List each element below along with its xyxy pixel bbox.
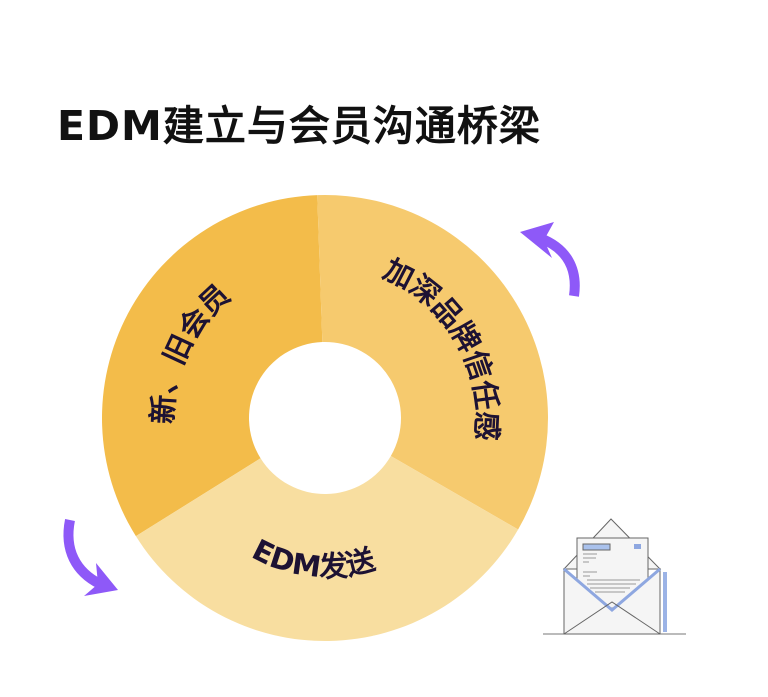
open-envelope-with-letter-icon: [543, 518, 686, 635]
segment-trust: [317, 195, 549, 530]
curved-arrow-icon: [520, 222, 580, 297]
curved-arrow-icon: [63, 519, 118, 596]
donut-ring: [102, 195, 549, 641]
segment-edm: [135, 456, 519, 641]
page-title: EDM建立与会员沟通桥梁: [57, 102, 541, 150]
segment-members: [102, 195, 323, 537]
